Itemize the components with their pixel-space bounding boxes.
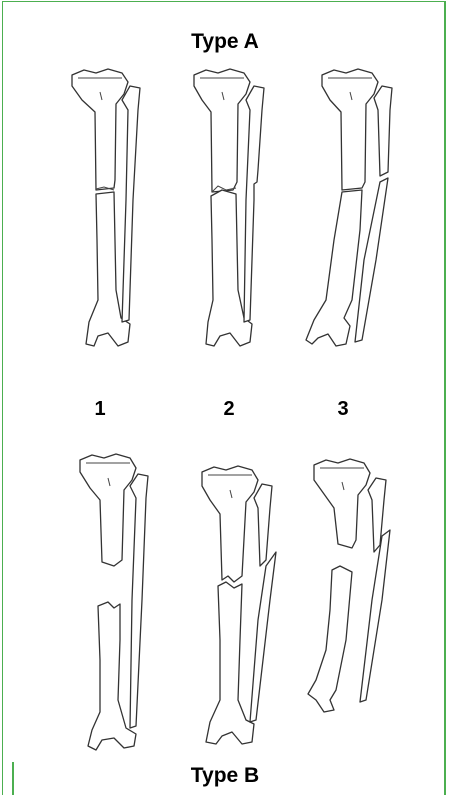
type-a-3-fibula-upper (374, 86, 392, 176)
type-b-1-fibula (130, 474, 148, 728)
type-b-2-fibula-upper (254, 484, 272, 566)
type-b-2-fibula-lower (250, 552, 276, 722)
type-b-3-leg (308, 459, 390, 712)
type-a-1-tibia-upper (72, 69, 128, 190)
type-a-1-leg (72, 69, 140, 346)
type-a-3-tibia-lower (306, 190, 362, 346)
type-a-2-leg (194, 69, 264, 346)
type-b-1-tibia-lower (88, 602, 136, 750)
type-b-2-tibia-lower (206, 582, 254, 744)
type-b-3-tibia-upper (314, 459, 370, 548)
type-a-3-tibia-upper (322, 69, 378, 190)
type-b-2-tibia-upper (202, 466, 258, 582)
type-a-2-tibia-upper (194, 69, 250, 192)
type-b-3-tibia-lower (308, 566, 352, 712)
type-b-1-tibia-upper (80, 454, 136, 566)
type-a-1-fibula (122, 86, 140, 322)
type-a-2-fibula (244, 86, 264, 322)
type-b-3-fibula-lower (360, 530, 390, 702)
type-b-2-leg (202, 466, 276, 744)
type-b-1-leg (80, 454, 148, 750)
type-a-3-leg (306, 69, 392, 346)
